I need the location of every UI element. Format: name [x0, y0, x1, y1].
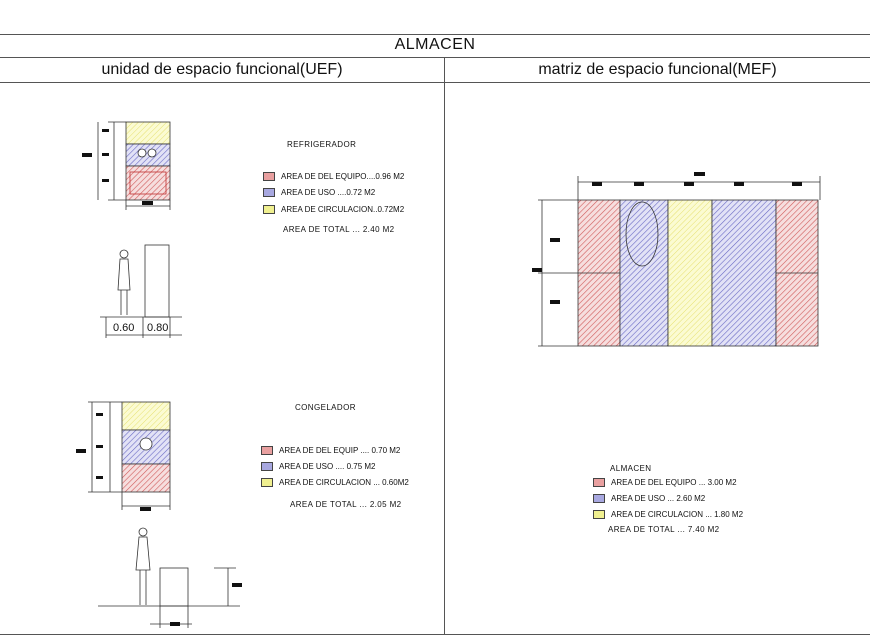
refrigerador-dim-markers: [82, 129, 153, 205]
uso-swatch: [593, 494, 605, 503]
congelador-plan: [88, 401, 171, 510]
congelador-elevation-unit: [159, 567, 189, 607]
congelador-legend-uso: AREA DE USO .... 0.75 M2: [261, 462, 375, 471]
almacen-title: ALMACEN: [610, 464, 652, 473]
refrigerador-legend-uso: AREA DE USO ....0.72 M2: [263, 188, 375, 197]
person-elevation-icon: [119, 249, 129, 259]
almacen-legend-circulacion: AREA DE CIRCULACION ... 1.80 M2: [593, 510, 743, 519]
congelador-title: CONGELADOR: [295, 403, 356, 412]
header-divider-line: [0, 82, 870, 83]
title-divider-line: [0, 57, 870, 58]
congelador-total: AREA DE TOTAL ... 2.05 M2: [290, 500, 402, 509]
congelador-elev-markers: [170, 583, 242, 626]
congelador-dim-markers: [76, 413, 151, 511]
mef-header: matriz de espacio funcional(MEF): [538, 61, 777, 78]
congelador-circulacion-zone: [121, 401, 171, 431]
refrigerador-circulacion-zone: [125, 121, 171, 145]
uso-swatch: [263, 188, 275, 197]
almacen-legend-uso: AREA DE USO ... 2.60 M2: [593, 494, 705, 503]
refrigerador-dim-1: 0.60: [113, 322, 135, 334]
circulacion-swatch: [593, 510, 605, 519]
refrigerador-legend-circulacion: AREA DE CIRCULACION..0.72M2: [263, 205, 404, 214]
bottom-border-line: [0, 634, 870, 635]
refrigerador-legend-equipo: AREA DE DEL EQUIPO....0.96 M2: [263, 172, 404, 181]
column-divider-line: [444, 57, 445, 634]
person-plan-icon-mef: [625, 201, 659, 267]
almacen-total: AREA DE TOTAL ... 7.40 M2: [608, 525, 720, 534]
page-title: ALMACEN: [394, 36, 476, 53]
person-plan-icon: [137, 148, 147, 158]
refrigerador-dim-2: 0.80: [147, 322, 169, 334]
refrigerador-elevation-unit: [144, 244, 170, 318]
congelador-elevation: [98, 527, 240, 628]
mef-uso-zone-right: [711, 199, 777, 347]
congelador-equipo-zone: [121, 463, 171, 493]
mef-dim-markers: [532, 172, 802, 304]
uef-header: unidad de espacio funcional(UEF): [101, 61, 343, 78]
congelador-legend-equipo: AREA DE DEL EQUIP .... 0.70 M2: [261, 446, 400, 455]
mef-circulacion-zone: [667, 199, 713, 347]
refrigerador-uso-zone: [125, 143, 171, 167]
refrigerador-title: REFRIGERADOR: [287, 140, 357, 149]
refrigerador-equipo-zone: [125, 165, 171, 201]
equipo-swatch: [261, 446, 273, 455]
top-border-line: [0, 34, 870, 35]
circulacion-swatch: [263, 205, 275, 214]
mef-matrix: [538, 176, 821, 347]
equipo-swatch: [263, 172, 275, 181]
congelador-legend-circulacion: AREA DE CIRCULACION ... 0.60M2: [261, 478, 409, 487]
refrigerador-unit: [129, 171, 167, 195]
refrigerador-plan: [97, 121, 171, 210]
person-elevation-icon-2: [138, 527, 148, 537]
uso-swatch: [261, 462, 273, 471]
refrigerador-total: AREA DE TOTAL ... 2.40 M2: [283, 225, 395, 234]
equipo-swatch: [593, 478, 605, 487]
refrigerador-elevation: [100, 244, 182, 338]
almacen-legend-equipo: AREA DE DEL EQUIPO ... 3.00 M2: [593, 478, 737, 487]
circulacion-swatch: [261, 478, 273, 487]
